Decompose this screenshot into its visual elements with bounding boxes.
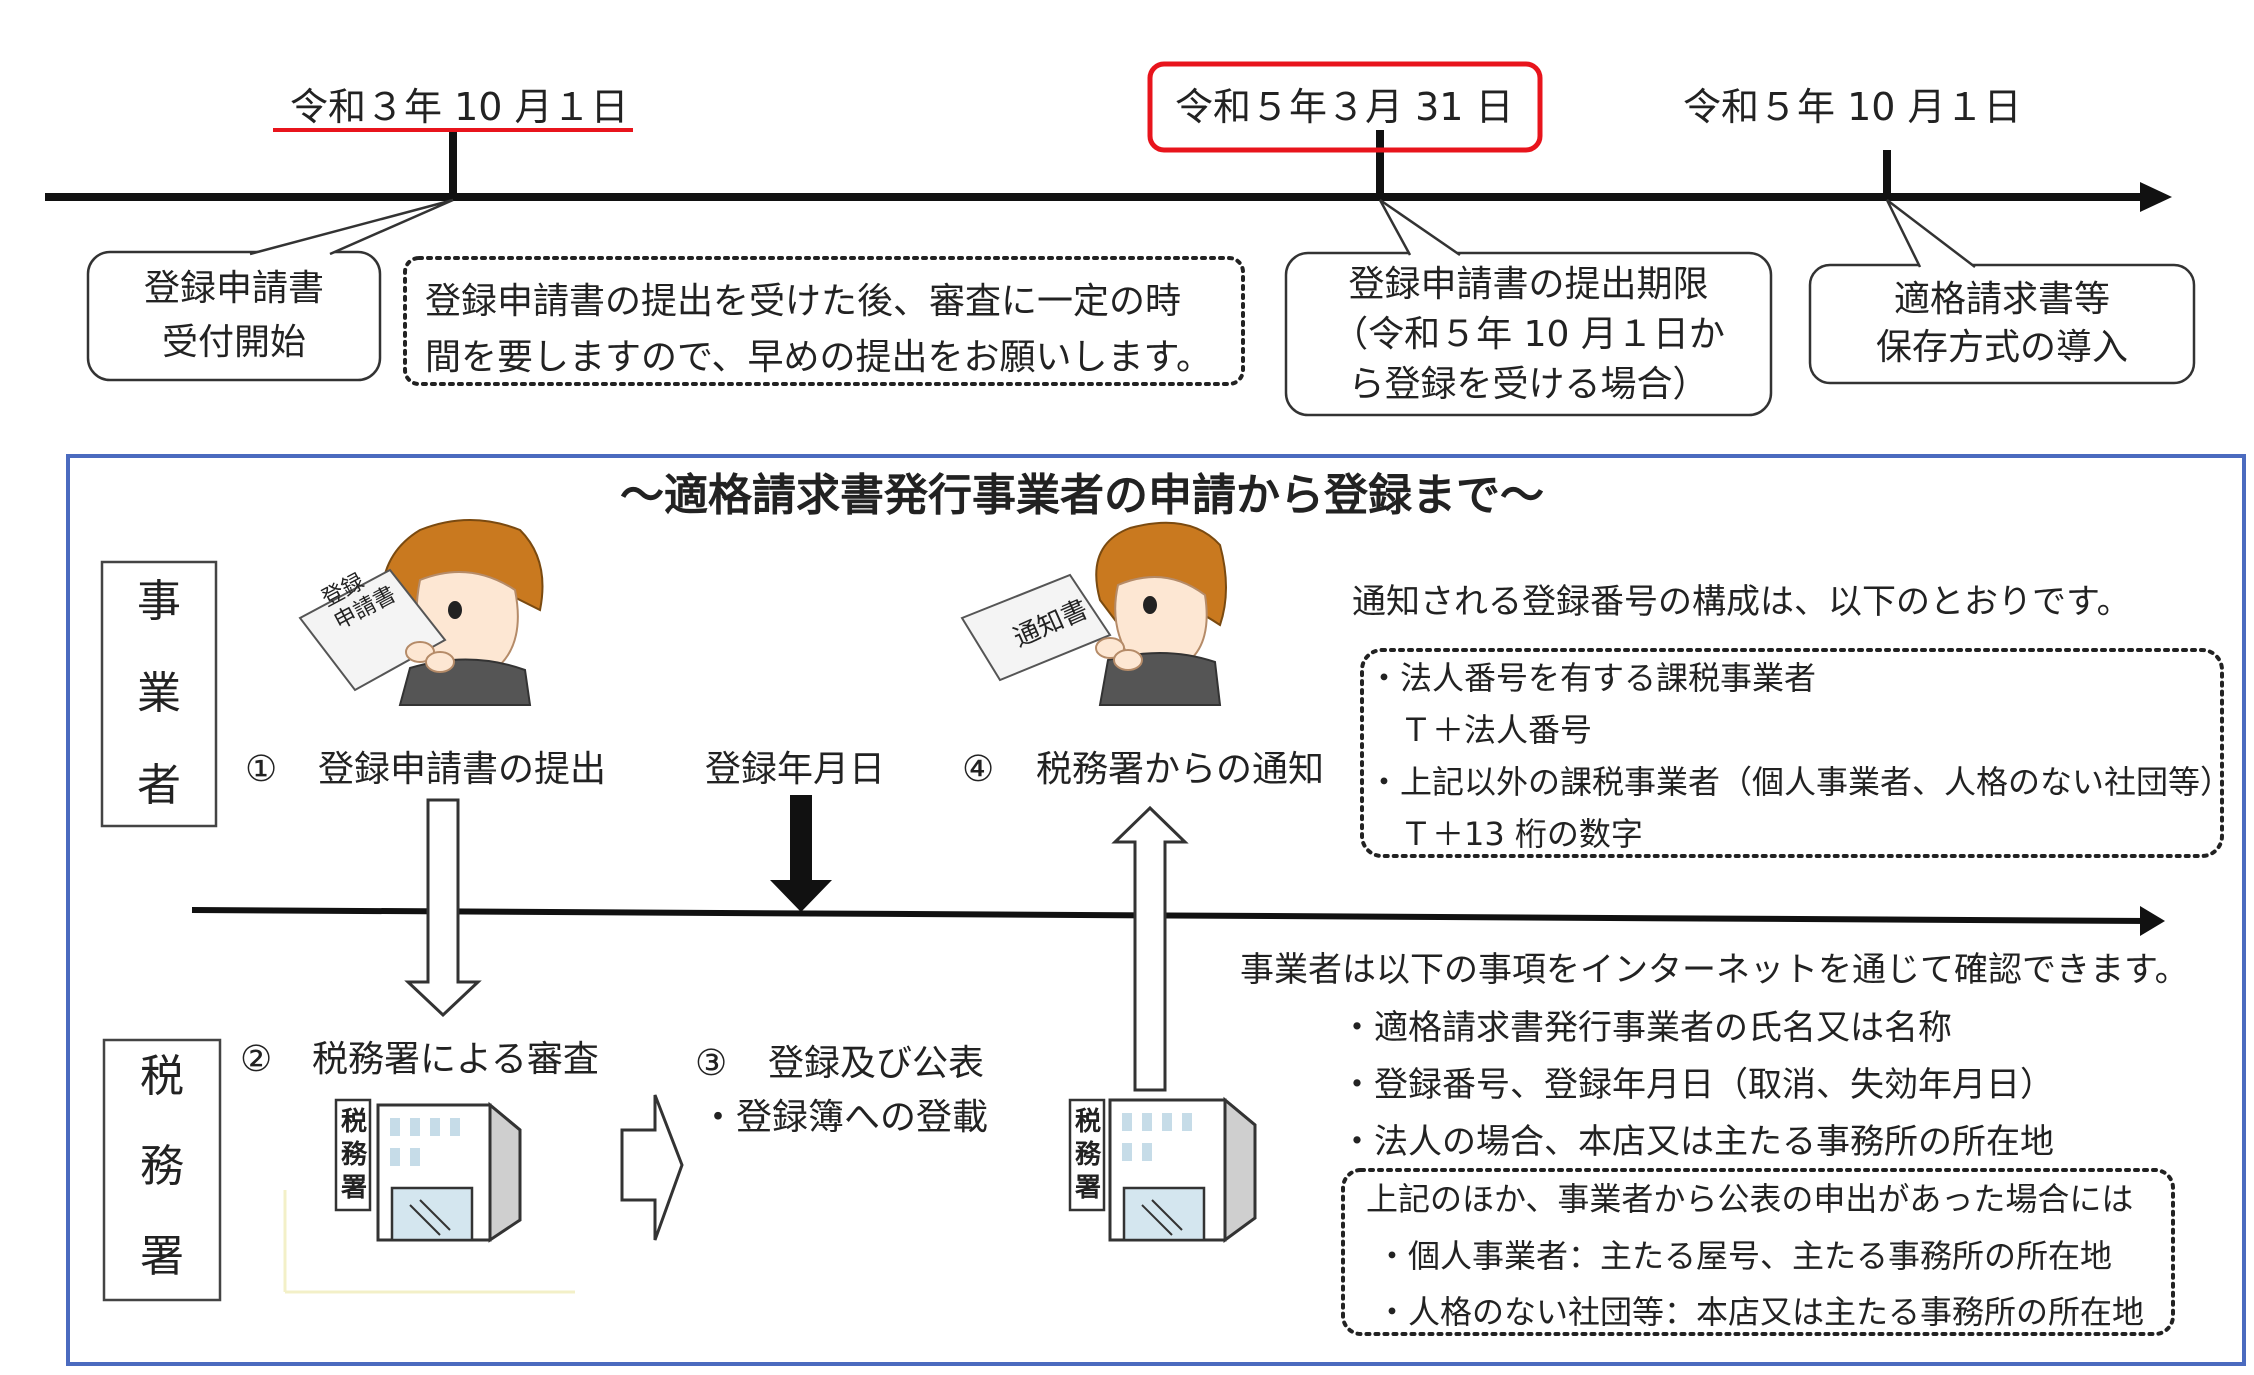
step3-sub: ・登録簿への登載	[700, 1097, 989, 1138]
number-info-box	[1360, 648, 2224, 858]
tax-office-building-icon-2	[1068, 1096, 1257, 1243]
extra-info-item2: ・人格のない社団等：本店又は主たる事務所の所在地	[1376, 1293, 2145, 1331]
internet-info-item2: ・登録番号、登録年月日（取消、失効年月日）	[1340, 1065, 2054, 1105]
box2-line3: ら登録を受ける場合）	[1348, 364, 1709, 405]
date2-highlight	[1147, 61, 1543, 153]
step1-num: ①	[245, 749, 278, 790]
actor-business-char2: 業	[137, 668, 181, 719]
flow-frame	[66, 454, 2246, 1366]
note-text: 登録申請書の提出を受けた後、審査に一定の時 間を要しますので、早めの提出をお願い…	[425, 274, 1212, 386]
box3-line1: 適格請求書等	[1893, 279, 2110, 320]
registration-date-label: 登録年月日	[705, 749, 886, 790]
actor-tax-office: 税 務 署	[104, 1055, 220, 1279]
step4-num: ④	[962, 749, 995, 790]
box3-text: 適格請求書等 保存方式の導入	[1810, 276, 2194, 372]
note-line2: 間を要しますので、早めの提出をお願いします。	[425, 337, 1212, 378]
step4-text: 税務署からの通知	[1036, 749, 1325, 790]
review-arrow	[620, 1094, 684, 1241]
timeline	[45, 130, 2172, 212]
flow-timeline	[191, 906, 2165, 936]
notice-doc-icon	[960, 573, 1112, 682]
extra-info-item1: ・個人事業者：主たる屋号、主たる事務所の所在地	[1376, 1237, 2113, 1275]
number-info-item2: Ｔ＋法人番号	[1400, 711, 1593, 749]
internet-info-item3: ・法人の場合、本店又は主たる事務所の所在地	[1340, 1122, 2054, 1162]
actor-business: 事 業 者	[102, 580, 216, 808]
date-label-2023-10-01: 令和５年 10 月１日	[1683, 85, 2022, 129]
registration-date-arrow	[770, 795, 832, 912]
internet-info-heading: 事業者は以下の事項をインターネットを通じて確認できます。	[1240, 950, 2189, 990]
internet-info-item1: ・適格請求書発行事業者の氏名又は名称	[1340, 1008, 1952, 1048]
date-label-2021-10-01: 令和３年 10 月１日	[290, 85, 629, 129]
box1-line1: 登録申請書	[143, 268, 324, 309]
person-recipient-icon	[960, 521, 1227, 706]
building-sign-2: 税務署	[1075, 1107, 1102, 1203]
note-line1: 登録申請書の提出を受けた後、審査に一定の時	[425, 281, 1182, 322]
application-doc-icon	[298, 568, 447, 692]
box3-line2: 保存方式の導入	[1875, 327, 2128, 368]
extra-info-box	[1341, 1168, 2175, 1336]
callout-box3	[1808, 199, 2196, 385]
step1-text: 登録申請書の提出	[318, 749, 607, 790]
step2-num: ②	[240, 1039, 273, 1080]
number-info-item1: ・法人番号を有する課税事業者	[1368, 659, 1817, 697]
actor-box-business	[100, 560, 218, 828]
tax-office-building-icon	[283, 1098, 575, 1294]
step3-num: ③	[695, 1043, 728, 1084]
box1-text: 登録申請書 受付開始	[88, 262, 380, 370]
callout-box1	[86, 198, 454, 382]
box1-line2: 受付開始	[161, 322, 306, 363]
note-box	[403, 256, 1245, 386]
step2-text: 税務署による審査	[312, 1039, 599, 1080]
extra-info-heading: 上記のほか、事業者から公表の申出があった場合には	[1366, 1180, 2134, 1218]
number-info-heading: 通知される登録番号の構成は、以下のとおりです。	[1352, 582, 2131, 622]
number-info-item3: ・上記以外の課税事業者（個人事業者、人格のない社団等）	[1368, 763, 2233, 801]
box2-text: 登録申請書の提出期限 （令和５年 10 月１日か ら登録を受ける場合）	[1286, 260, 1771, 410]
callout-box2	[1284, 198, 1773, 417]
notification-arrow	[1111, 805, 1189, 1092]
submit-arrow	[404, 798, 482, 1018]
actor-business-char3: 者	[137, 760, 181, 811]
step3-text: 登録及び公表	[768, 1043, 985, 1084]
actor-box-tax	[102, 1038, 222, 1302]
building-sign-1: 税務署	[341, 1107, 368, 1203]
box2-line2: （令和５年 10 月１日か	[1332, 314, 1725, 355]
actor-tax-char2: 務	[140, 1141, 184, 1192]
person-applicant-icon	[298, 519, 544, 706]
flow-title: ～適格請求書発行事業者の申請から登録まで～	[620, 470, 1544, 521]
box2-line1: 登録申請書の提出期限	[1348, 264, 1709, 305]
actor-tax-char3: 署	[140, 1231, 184, 1282]
number-info-item4: Ｔ＋13 桁の数字	[1400, 815, 1643, 853]
actor-business-char1: 事	[137, 576, 181, 627]
date-label-2023-03-31: 令和５年３月 31 日	[1175, 85, 1514, 129]
actor-tax-char1: 税	[140, 1051, 184, 1102]
